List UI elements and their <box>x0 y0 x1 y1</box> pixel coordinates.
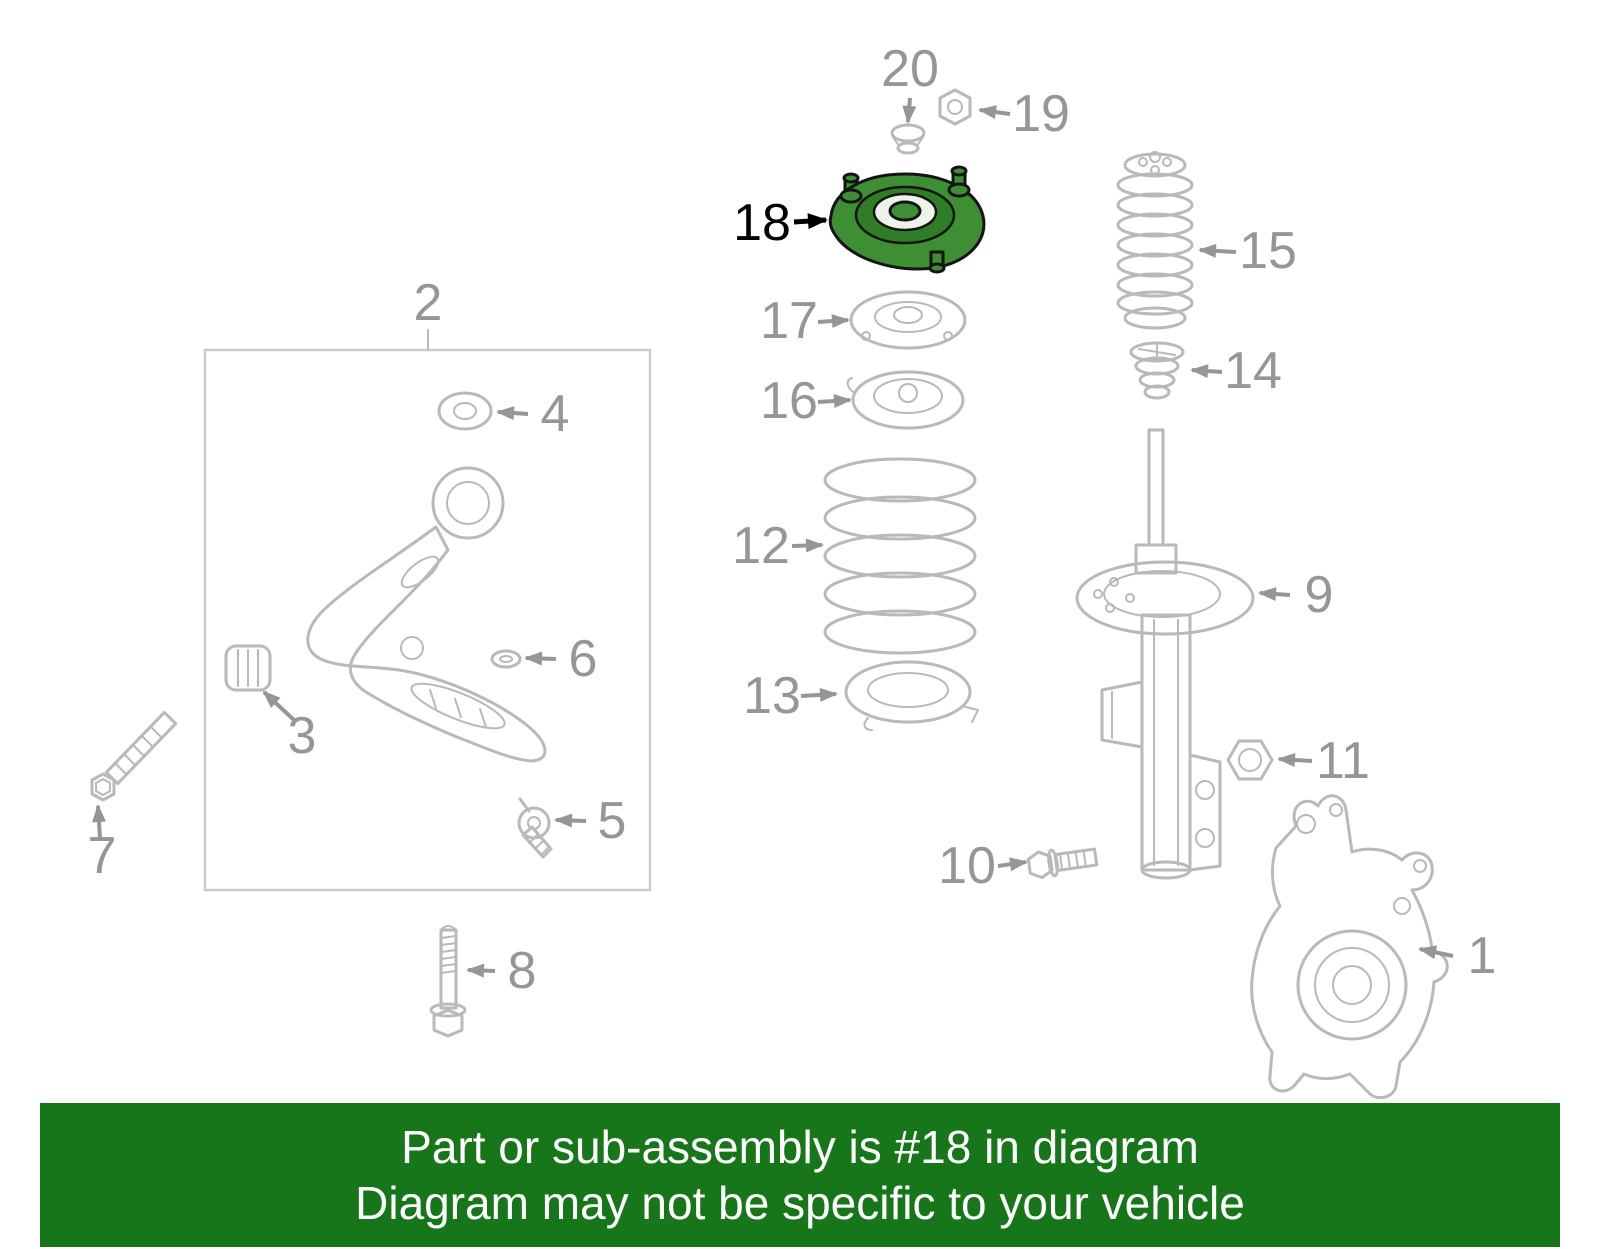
part-15-dust-boot <box>1116 151 1194 330</box>
banner-line-1: Part or sub-assembly is #18 in diagram <box>401 1120 1199 1173</box>
arrow-7 <box>92 804 106 839</box>
part-labels: 20 19 18 15 2 17 14 16 4 12 9 6 13 3 11 … <box>88 40 1497 1000</box>
part-19-nut <box>938 88 972 126</box>
arrow-17 <box>817 314 850 329</box>
arrow-19 <box>978 105 1011 120</box>
arrow-13 <box>800 687 838 702</box>
part-13-lower-spring-pad <box>844 660 980 731</box>
part-label-15: 15 <box>1239 222 1297 280</box>
arrow-16 <box>817 394 852 408</box>
part-label-13: 13 <box>743 667 801 725</box>
part-6-oring <box>490 649 522 669</box>
part-11-nut <box>1226 739 1274 781</box>
arrow-5 <box>554 813 587 828</box>
part-label-8: 8 <box>508 942 537 1000</box>
part-label-4: 4 <box>541 385 570 443</box>
part-12-coil-spring <box>823 457 977 655</box>
arrow-11 <box>1277 752 1313 767</box>
control-arm <box>306 466 547 763</box>
part-label-14: 14 <box>1224 342 1282 400</box>
part-label-5: 5 <box>598 792 627 850</box>
part-10-bolt <box>1026 847 1099 880</box>
part-7-bolt <box>90 710 178 802</box>
arrow-20 <box>902 97 917 124</box>
part-1-steering-knuckle <box>1250 794 1449 1100</box>
part-label-12: 12 <box>732 517 790 575</box>
part-20-grommet <box>890 123 926 155</box>
part-5-ball-joint <box>517 797 553 859</box>
part-17-bearing-plate <box>849 290 967 350</box>
part-4-bushing <box>437 391 493 431</box>
arrow-14 <box>1190 364 1223 379</box>
arrow-15 <box>1198 243 1237 258</box>
part-16-spring-seat <box>846 370 965 430</box>
part-label-9: 9 <box>1305 566 1334 624</box>
arrow-18 <box>793 213 828 230</box>
part-label-11: 11 <box>1316 732 1370 790</box>
part-3-bushing <box>224 644 272 692</box>
arrow-6 <box>524 651 557 666</box>
arrow-4 <box>496 406 529 421</box>
arrow-1 <box>1418 945 1454 960</box>
arrow-12 <box>791 538 824 553</box>
part-label-1: 1 <box>1468 927 1497 985</box>
leader-arrows <box>92 97 1454 978</box>
part-8-bolt <box>429 925 467 1038</box>
part-label-16: 16 <box>760 372 818 430</box>
arrow-10 <box>997 857 1028 872</box>
arrow-8 <box>466 963 496 978</box>
part-label-17: 17 <box>760 292 818 350</box>
part-label-18: 18 <box>733 194 791 252</box>
highlight-banner: Part or sub-assembly is #18 in diagram D… <box>40 1103 1560 1247</box>
part-9-strut-assembly <box>1075 428 1255 880</box>
banner-line-2: Diagram may not be specific to your vehi… <box>355 1177 1245 1229</box>
part-18-strut-mount-highlighted <box>828 165 986 274</box>
part-2-control-arm-box <box>203 329 652 892</box>
part-label-6: 6 <box>569 630 598 688</box>
part-label-3: 3 <box>288 707 317 765</box>
part-label-20: 20 <box>881 40 939 98</box>
part-label-7: 7 <box>88 827 117 885</box>
part-label-2: 2 <box>414 274 443 332</box>
part-14-bump-stop <box>1129 341 1185 400</box>
part-label-10: 10 <box>938 837 996 895</box>
arrow-9 <box>1258 587 1291 602</box>
part-label-19: 19 <box>1012 85 1070 143</box>
arrow-3 <box>262 690 296 722</box>
